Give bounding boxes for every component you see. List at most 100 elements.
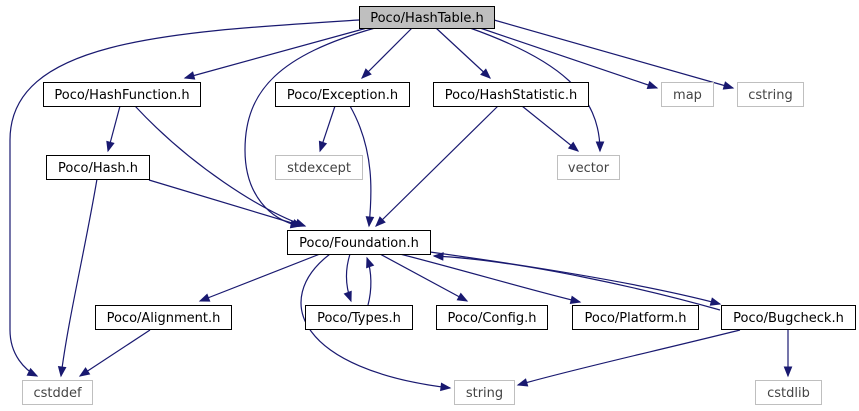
node-string[interactable]: string xyxy=(454,380,515,405)
node-box xyxy=(661,82,714,107)
node-box xyxy=(572,305,699,330)
edge-arrowhead xyxy=(366,256,375,269)
node-box xyxy=(557,155,620,180)
edge-hashtable-to-map xyxy=(479,27,659,90)
edge-line xyxy=(60,178,98,377)
edge-line xyxy=(429,251,721,305)
edge-foundation-to-config xyxy=(379,253,469,302)
edge-line xyxy=(399,253,581,303)
edge-arrowhead xyxy=(57,366,67,378)
node-label: map xyxy=(673,88,702,103)
edge-arrowhead xyxy=(26,367,39,377)
edge-foundation-to-types xyxy=(343,253,352,303)
node-box xyxy=(22,380,93,405)
node-platform[interactable]: Poco/Platform.h xyxy=(572,305,699,330)
node-box xyxy=(721,305,856,330)
edge-arrowhead xyxy=(318,140,328,153)
edge-arrowhead xyxy=(569,295,582,305)
node-bugcheck[interactable]: Poco/Bugcheck.h xyxy=(721,305,856,330)
edge-exception-to-stdexcept xyxy=(318,105,336,153)
edge-hashtable-to-cstddef xyxy=(9,19,360,377)
edge-line xyxy=(493,19,734,89)
edge-line xyxy=(148,179,303,227)
node-vector[interactable]: vector xyxy=(557,155,620,180)
edge-bugcheck-to-string xyxy=(516,329,741,387)
node-exception[interactable]: Poco/Exception.h xyxy=(275,82,410,107)
edge-arrowhead xyxy=(783,366,793,378)
node-label: string xyxy=(466,386,503,401)
edge-line xyxy=(435,27,491,79)
node-label: Poco/HashTable.h xyxy=(370,11,484,26)
node-label: stdexcept xyxy=(287,161,351,176)
node-label: Poco/Hash.h xyxy=(58,161,138,176)
node-box xyxy=(275,82,410,107)
edge-arrowhead xyxy=(198,293,211,302)
node-stdexcept[interactable]: stdexcept xyxy=(275,155,363,180)
node-box xyxy=(454,380,515,405)
edge-line xyxy=(517,329,741,386)
edge-foundation-to-bugcheck xyxy=(429,251,722,306)
edge-line xyxy=(184,27,368,79)
edge-line xyxy=(379,253,468,302)
edge-line xyxy=(433,255,721,311)
edge-hashtable-to-foundation xyxy=(244,27,376,229)
edge-line xyxy=(361,27,413,79)
edge-foundation-to-string xyxy=(300,253,452,392)
edge-line xyxy=(375,105,499,227)
node-label: Poco/Foundation.h xyxy=(299,236,419,251)
node-label: Poco/Alignment.h xyxy=(107,311,221,326)
node-cstdlib[interactable]: cstdlib xyxy=(755,380,822,405)
node-foundation[interactable]: Poco/Foundation.h xyxy=(287,230,431,255)
node-config[interactable]: Poco/Config.h xyxy=(436,305,548,330)
edge-foundation-to-platform xyxy=(399,253,582,305)
edge-hash-to-foundation xyxy=(148,179,304,228)
edge-arrowhead xyxy=(595,141,605,153)
edge-arrowhead xyxy=(456,292,469,302)
node-box xyxy=(737,82,804,107)
edge-types-to-foundation xyxy=(366,256,375,306)
node-box xyxy=(755,380,822,405)
node-box xyxy=(43,82,201,107)
node-map[interactable]: map xyxy=(661,82,714,107)
node-types[interactable]: Poco/Types.h xyxy=(305,305,413,330)
edge-arrowhead xyxy=(106,140,115,153)
node-hash[interactable]: Poco/Hash.h xyxy=(46,155,150,180)
node-alignment[interactable]: Poco/Alignment.h xyxy=(95,305,232,330)
edge-line xyxy=(199,253,321,302)
node-label: Poco/Bugcheck.h xyxy=(733,311,844,326)
edge-hashtable-to-hashstatistic xyxy=(435,27,491,79)
edge-arrowhead xyxy=(361,68,372,79)
node-box xyxy=(46,155,150,180)
node-hashstatistic[interactable]: Poco/HashStatistic.h xyxy=(433,82,589,107)
edge-alignment-to-cstddef xyxy=(78,329,151,377)
edge-arrowhead xyxy=(432,252,444,261)
node-hashfunction[interactable]: Poco/HashFunction.h xyxy=(43,82,201,107)
node-label: Poco/Types.h xyxy=(317,311,401,326)
node-label: Poco/Config.h xyxy=(448,311,537,326)
node-cstddef[interactable]: cstddef xyxy=(22,380,93,405)
edge-arrowhead xyxy=(78,367,91,377)
edge-arrowhead xyxy=(722,81,735,90)
node-label: Poco/HashStatistic.h xyxy=(445,88,578,103)
edge-arrowhead xyxy=(183,71,196,80)
edge-arrowhead xyxy=(375,216,386,227)
edge-arrowhead xyxy=(516,378,529,387)
node-box xyxy=(359,6,495,29)
edge-arrowhead xyxy=(480,68,491,79)
edge-line xyxy=(479,27,658,89)
edge-hashstatistic-to-foundation xyxy=(375,105,499,227)
node-label: cstdlib xyxy=(767,386,810,401)
edge-line xyxy=(300,253,451,389)
edge-bugcheck-to-cstdlib xyxy=(783,330,793,378)
node-cstring[interactable]: cstring xyxy=(737,82,804,107)
edge-hashtable-to-exception xyxy=(361,27,413,79)
edge-arrowhead xyxy=(291,219,304,228)
edge-line xyxy=(349,105,372,227)
node-hashtable[interactable]: Poco/HashTable.h xyxy=(359,6,495,29)
edge-arrowhead xyxy=(440,382,452,392)
node-label: cstddef xyxy=(33,386,82,401)
node-label: Poco/Platform.h xyxy=(584,311,686,326)
edge-arrowhead xyxy=(365,216,375,228)
edge-line xyxy=(469,27,601,152)
